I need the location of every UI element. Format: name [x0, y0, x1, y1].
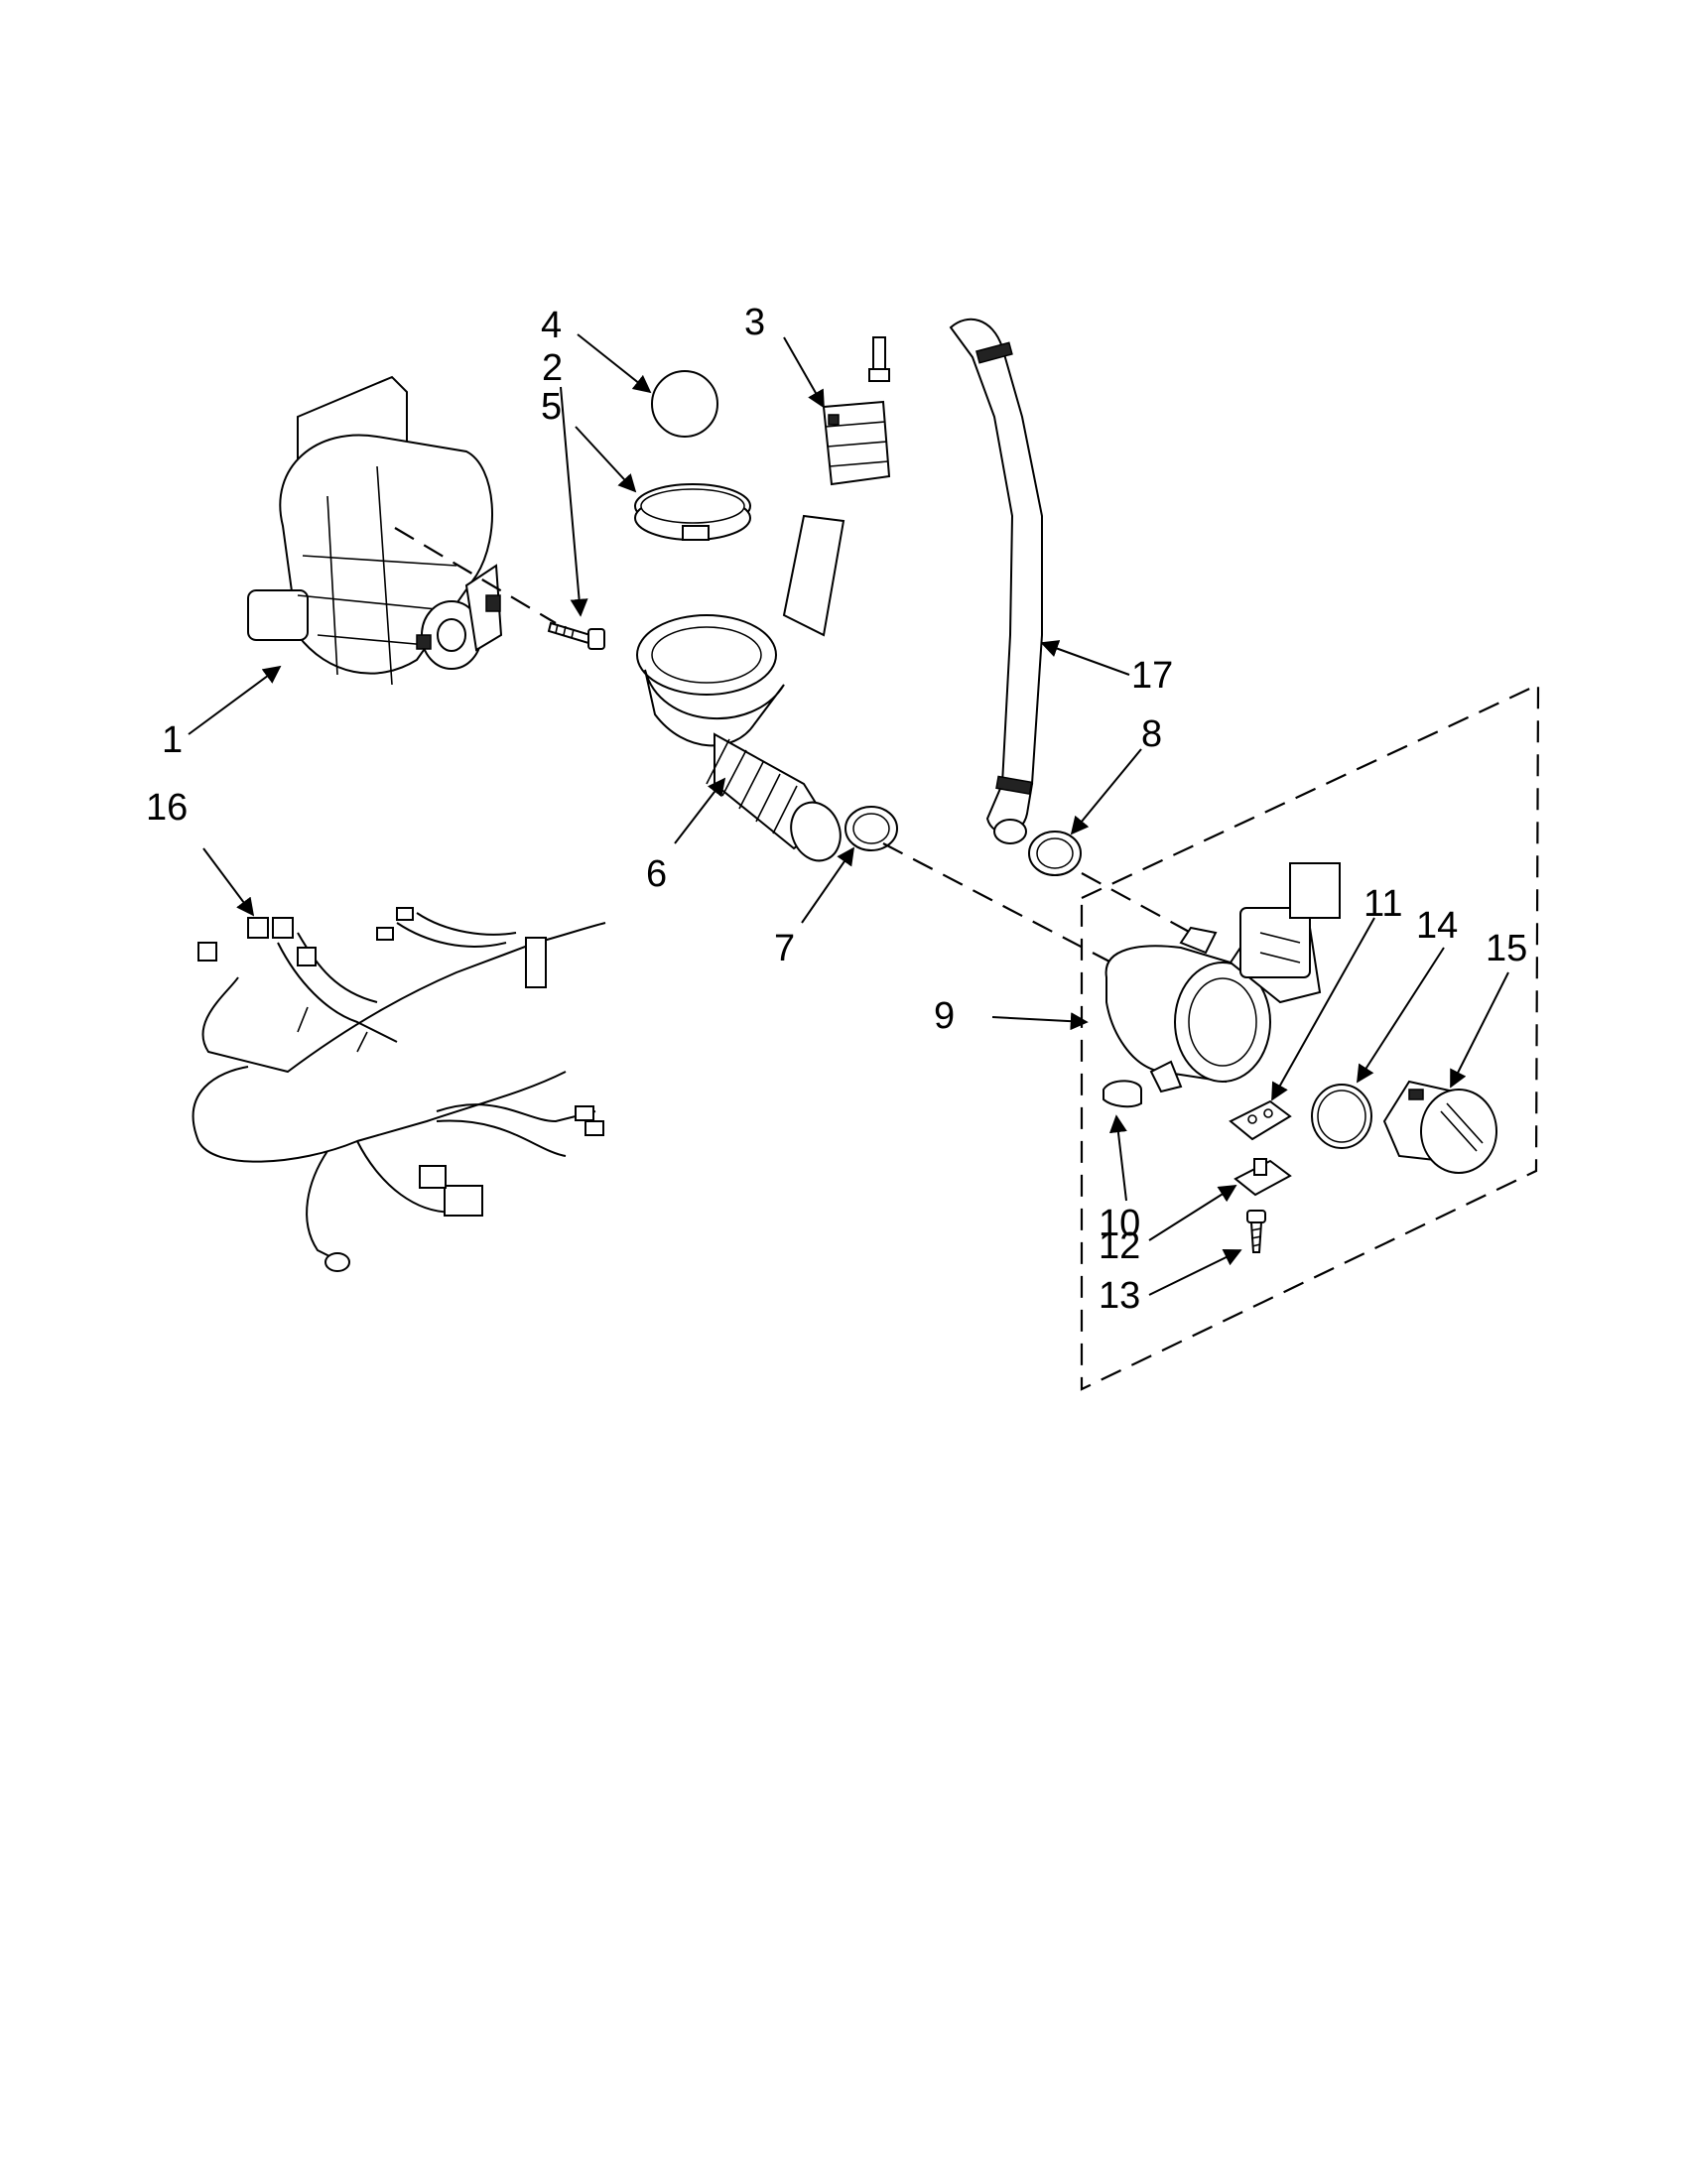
hose-clamp-part-7	[844, 806, 898, 851]
dashed-guide-motor-screw	[394, 527, 557, 624]
callout-11: 11	[1363, 883, 1402, 925]
callout-14: 14	[1416, 905, 1458, 947]
filter-part-3	[822, 336, 891, 486]
screw-part-2	[547, 621, 605, 650]
callout-15: 15	[1486, 928, 1527, 969]
o-ring-part-14	[1311, 1084, 1372, 1149]
callout-8: 8	[1141, 713, 1162, 755]
dashed-guide-hose-pump	[882, 842, 1112, 964]
callout-1: 1	[162, 719, 183, 761]
callout-17: 17	[1131, 655, 1173, 697]
wire-harness-part-16	[192, 907, 606, 1272]
callout-5: 5	[541, 386, 562, 428]
drain-pump-part-9	[1104, 862, 1341, 1093]
callout-12: 12	[1099, 1225, 1140, 1267]
callout-16: 16	[146, 787, 188, 829]
hose-clamp-part-8	[1028, 831, 1082, 876]
callout-labels: 1 2 3 4 5 6 7 8 9 10 11 12 13 14 15 16 1…	[146, 302, 1527, 1317]
callout-2: 2	[542, 347, 563, 389]
callout-6: 6	[646, 853, 667, 895]
callout-3: 3	[744, 302, 765, 343]
callout-9: 9	[934, 995, 955, 1037]
gasket-part-11	[1229, 1099, 1292, 1141]
screw-part-13	[1246, 1210, 1266, 1253]
sump-hose-part-6	[636, 514, 845, 862]
pump-filter-part-15	[1382, 1080, 1497, 1174]
callout-4: 4	[541, 305, 562, 346]
callout-7: 7	[774, 928, 795, 969]
clip-part-10	[1103, 1080, 1142, 1108]
callout-10: 10	[1099, 1203, 1140, 1244]
dashed-guide-drainhose-pump	[1081, 872, 1192, 934]
drive-motor-part-1	[247, 375, 503, 686]
ball-part-4	[651, 370, 718, 438]
pump-assembly-dashed-box	[1080, 683, 1540, 1391]
clamp-part-5	[634, 483, 751, 541]
drain-hose-part-17	[949, 318, 1043, 844]
callout-13: 13	[1099, 1275, 1140, 1317]
callout-leaders	[188, 333, 1509, 1296]
bracket-part-12	[1234, 1158, 1292, 1197]
